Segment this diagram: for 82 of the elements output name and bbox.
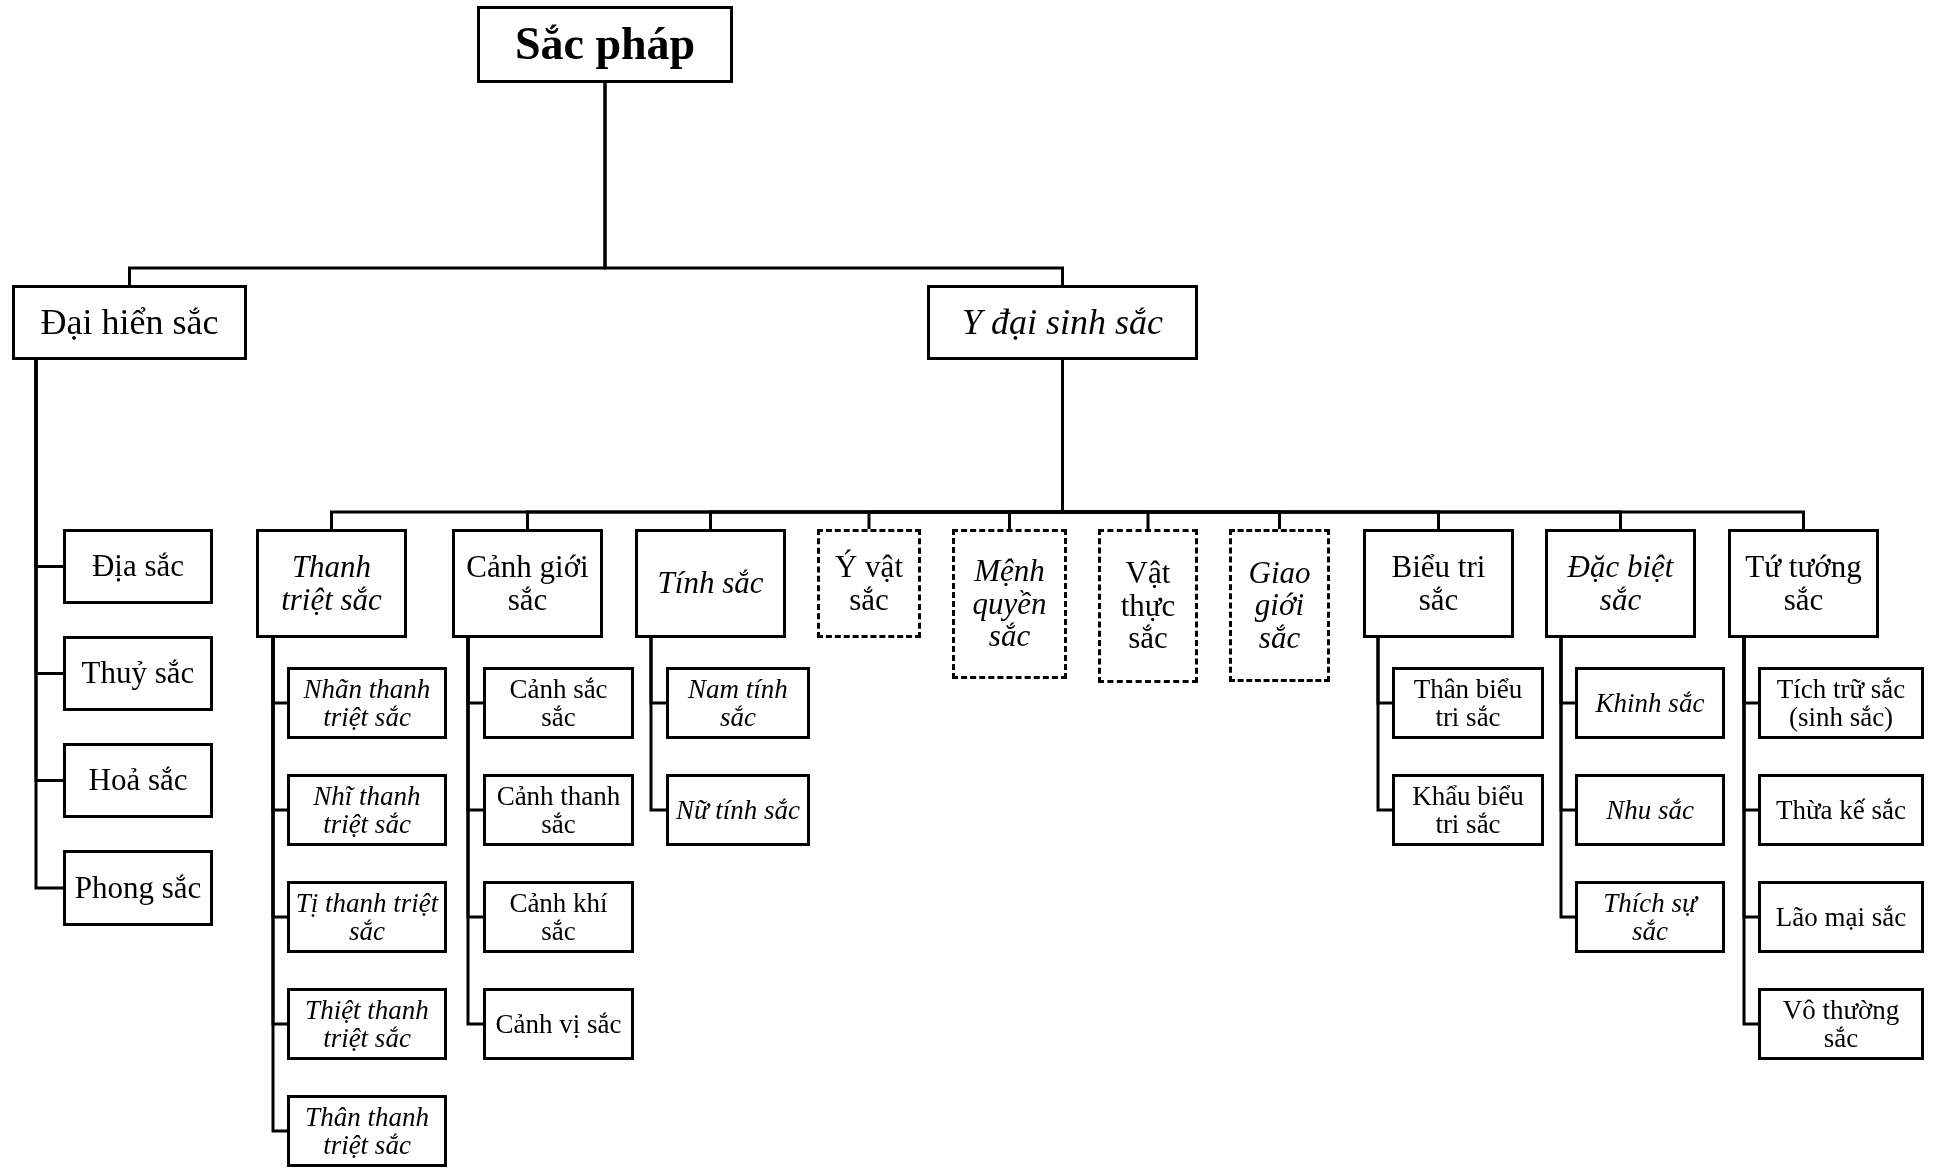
category-box [1575,667,1725,739]
node-label: Vô thường sắc [1781,995,1901,1053]
node-label: Địa sắc [90,550,186,583]
node-label: Đại hiển sắc [39,303,220,342]
category-box [287,881,447,953]
node-label: Nhu sắc [1605,795,1695,825]
category-box [1575,881,1725,953]
node-label: Tính sắc [656,567,765,600]
category-box [1758,774,1924,846]
node-label: Khinh sắc [1594,688,1706,718]
category-box [1392,774,1544,846]
category-box [1758,881,1924,953]
category-box [666,774,810,846]
node-label: Thân biểu tri sắc [1412,674,1524,732]
node-label: Thuỷ sắc [80,657,196,690]
node-label: Thiệt thanh triệt sắc [304,995,430,1053]
node-label: Phong sắc [73,871,203,905]
connector-line [603,83,1064,285]
node-label: Ý vật sắc [834,550,904,617]
node-label: Sắc pháp [513,20,697,69]
node-label: Cảnh khí sắc [508,888,609,946]
node-label: Mệnh quyền sắc [971,555,1048,653]
node-label: Nhĩ thanh triệt sắc [312,781,422,839]
category-box [452,529,603,638]
category-box [1575,774,1725,846]
category-box [635,529,786,638]
category-box [483,988,634,1060]
node-label: Biểu tri sắc [1390,550,1487,617]
dashed-category-box [817,529,921,638]
node-label: Y đại sinh sắc [961,303,1164,342]
node-label: Cảnh sắc sắc [508,674,609,732]
node-label: Tích trữ sắc (sinh sắc) [1775,674,1907,732]
category-box [477,6,733,83]
node-label: Thanh triệt sắc [280,550,383,617]
category-box [1545,529,1696,638]
connector-line [1742,638,1758,1026]
connector-line [466,638,483,1026]
node-label: Cảnh vị sắc [494,1009,623,1039]
category-box [63,529,213,604]
category-box [256,529,407,638]
node-label: Tị thanh triệt sắc [294,888,440,946]
connector-line [1559,638,1575,919]
category-box [1758,667,1924,739]
category-box [1758,988,1924,1060]
connector-line [271,638,287,1133]
category-box [1728,529,1879,638]
category-box [483,881,634,953]
node-label: Giao giới sắc [1247,556,1312,655]
node-label: Cảnh thanh sắc [495,781,622,839]
category-box [666,667,810,739]
category-box [287,774,447,846]
node-label: Khẩu biểu tri sắc [1411,781,1525,839]
node-label: Thích sự sắc [1602,888,1700,946]
node-label: Vật thực sắc [1119,557,1177,655]
category-box [287,988,447,1060]
node-label: Thừa kế sắc [1774,795,1908,825]
category-box [287,667,447,739]
node-label: Lão mại sắc [1774,902,1908,932]
node-label: Nhãn thanh triệt sắc [302,674,432,732]
connector-line [1376,638,1392,812]
category-box [1363,529,1514,638]
node-label: Cảnh giới sắc [465,550,590,617]
dashed-category-box [1229,529,1330,682]
node-label: Thân thanh triệt sắc [304,1102,430,1160]
category-box [1392,667,1544,739]
node-label: Nam tính sắc [687,674,789,732]
category-box [483,774,634,846]
connector-line [649,638,666,812]
node-label: Tứ tướng sắc [1744,550,1863,617]
category-box [63,850,213,926]
node-label: Đặc biệt sắc [1566,550,1675,617]
connector-line [34,360,63,890]
category-box [927,285,1198,360]
category-box [287,1095,447,1167]
dashed-category-box [1098,529,1198,683]
category-box [63,636,213,711]
node-label: Hoả sắc [87,764,189,797]
category-box [12,285,247,360]
category-box [483,667,634,739]
node-label: Nữ tính sắc [674,795,802,825]
dashed-category-box [952,529,1067,679]
category-box [63,743,213,818]
